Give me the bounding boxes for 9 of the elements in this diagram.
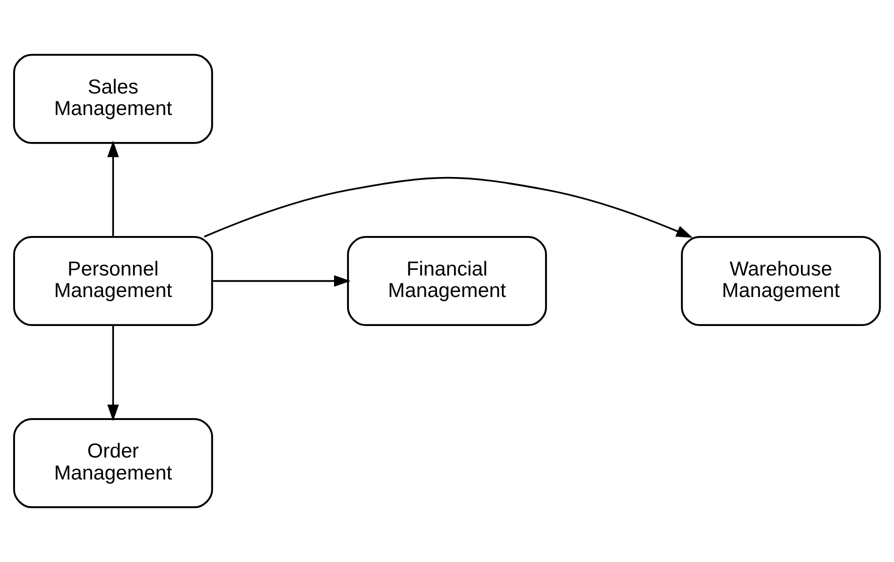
arrow bbox=[204, 176, 693, 238]
arrow bbox=[107, 140, 119, 236]
node-box: Order Management bbox=[13, 418, 214, 508]
arrow bbox=[212, 275, 351, 287]
node-box: Personnel Management bbox=[13, 236, 214, 326]
node-box: Financial Management bbox=[347, 236, 547, 326]
node-box: Sales Management bbox=[13, 54, 214, 144]
arrow bbox=[107, 325, 119, 422]
node-box: Warehouse Management bbox=[680, 236, 881, 326]
